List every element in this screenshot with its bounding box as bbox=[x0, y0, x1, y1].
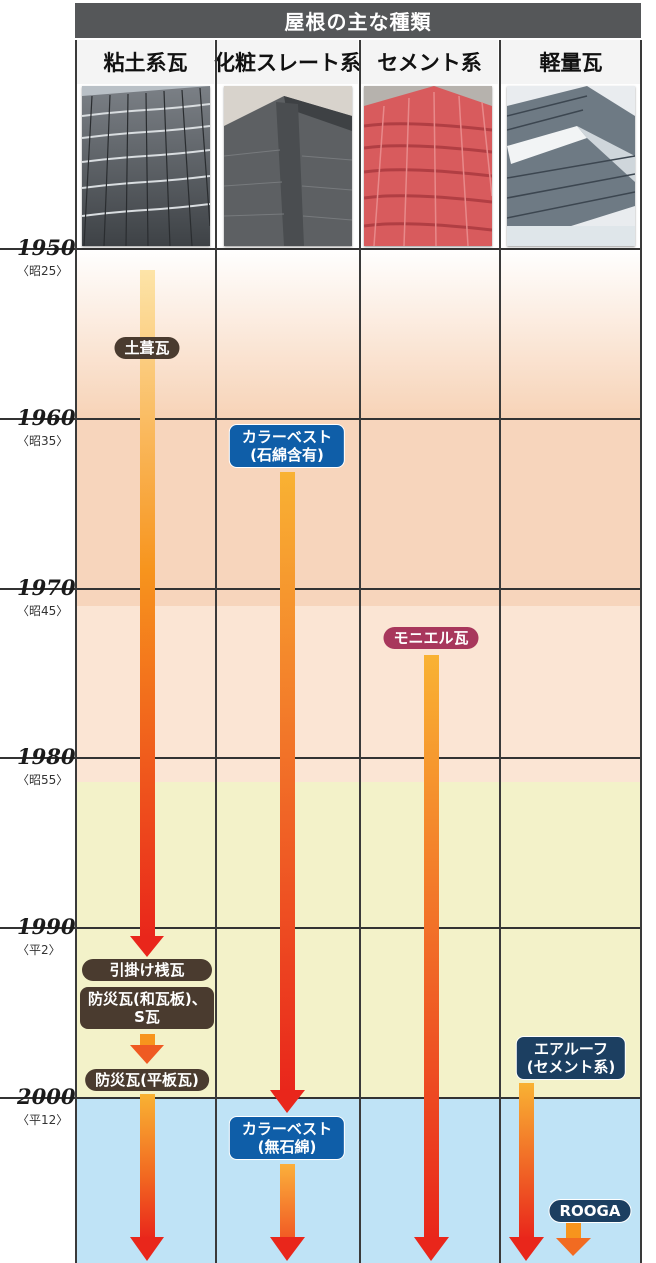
column-divider bbox=[640, 40, 642, 1263]
line-1990 bbox=[0, 927, 641, 929]
band-1950s bbox=[75, 248, 641, 418]
line-1950 bbox=[0, 248, 641, 250]
arrow-tsuchibuki bbox=[130, 270, 164, 957]
label-bousai-wagawara-line2: S瓦 bbox=[134, 1008, 160, 1026]
label-monier: モニエル瓦 bbox=[383, 627, 479, 649]
label-hikkake: 引掛け桟瓦 bbox=[82, 959, 212, 981]
label-bousai-wagawara-line1: 防災瓦(和瓦板)、 bbox=[88, 990, 207, 1008]
slate-roof-photo bbox=[224, 86, 352, 246]
year-label: 1980 bbox=[17, 744, 76, 769]
arrow-clay-bottom bbox=[130, 1094, 164, 1261]
label-rooga: ROOGA bbox=[548, 1199, 632, 1223]
line-1960 bbox=[0, 418, 641, 420]
label-colorbest-free-line1: カラーベスト bbox=[241, 1120, 333, 1138]
label-airroof: エアルーフ (セメント系) bbox=[515, 1036, 627, 1080]
column-header-clay: 粘土系瓦 bbox=[77, 40, 214, 84]
label-colorbest-asbestos-line2: (石綿含有) bbox=[250, 446, 324, 464]
arrow-colorbest-free bbox=[270, 1164, 305, 1261]
year-label: 2000 bbox=[17, 1084, 76, 1109]
line-2000 bbox=[0, 1097, 641, 1099]
year-label: 1990 bbox=[17, 914, 76, 939]
era-label: 〈昭25〉 bbox=[17, 264, 69, 278]
arrow-airroof bbox=[509, 1083, 544, 1261]
label-bousai-hiraita: 防災瓦(平板瓦) bbox=[85, 1069, 209, 1091]
column-header-slate: 化粧スレート系 bbox=[214, 40, 361, 84]
label-airroof-line2: (セメント系) bbox=[526, 1058, 616, 1076]
arrow-monier bbox=[414, 655, 449, 1261]
line-1970 bbox=[0, 588, 641, 590]
year-label: 1950 bbox=[17, 235, 76, 260]
label-colorbest-asbestos: カラーベスト (石綿含有) bbox=[228, 424, 346, 468]
label-bousai-wagawara: 防災瓦(和瓦板)、 S瓦 bbox=[80, 987, 214, 1029]
arrow-colorbest-asbestos bbox=[270, 472, 305, 1113]
label-airroof-line1: エアルーフ bbox=[534, 1040, 608, 1058]
year-label: 1960 bbox=[17, 405, 76, 430]
diagram-title: 屋根の主な種類 bbox=[75, 3, 641, 38]
column-header-lightweight: 軽量瓦 bbox=[501, 40, 641, 84]
clay-tile-roof-photo bbox=[82, 86, 210, 246]
cement-tile-roof-photo bbox=[364, 86, 492, 246]
arrow-rooga bbox=[556, 1222, 591, 1256]
label-colorbest-free: カラーベスト (無石綿) bbox=[228, 1116, 346, 1160]
column-header-cement: セメント系 bbox=[361, 40, 498, 84]
label-colorbest-free-line2: (無石綿) bbox=[257, 1138, 317, 1156]
band-1970s bbox=[75, 606, 641, 782]
column-divider bbox=[215, 40, 217, 1263]
column-divider bbox=[75, 40, 77, 1263]
label-colorbest-asbestos-line1: カラーベスト bbox=[241, 428, 333, 446]
column-divider bbox=[499, 40, 501, 1263]
year-label: 1970 bbox=[17, 575, 76, 600]
arrow-bousai bbox=[130, 1034, 164, 1064]
line-1980 bbox=[0, 757, 641, 759]
era-label: 〈昭55〉 bbox=[17, 773, 69, 787]
era-label: 〈昭35〉 bbox=[17, 434, 69, 448]
band-2000s bbox=[75, 1097, 641, 1263]
column-divider bbox=[359, 40, 361, 1263]
band-1960s bbox=[75, 418, 641, 606]
lightweight-tile-roof-photo bbox=[507, 86, 635, 246]
label-tsuchibuki: 土葺瓦 bbox=[114, 337, 180, 359]
era-label: 〈平12〉 bbox=[17, 1113, 69, 1127]
era-label: 〈平2〉 bbox=[17, 943, 61, 957]
era-label: 〈昭45〉 bbox=[17, 604, 69, 618]
